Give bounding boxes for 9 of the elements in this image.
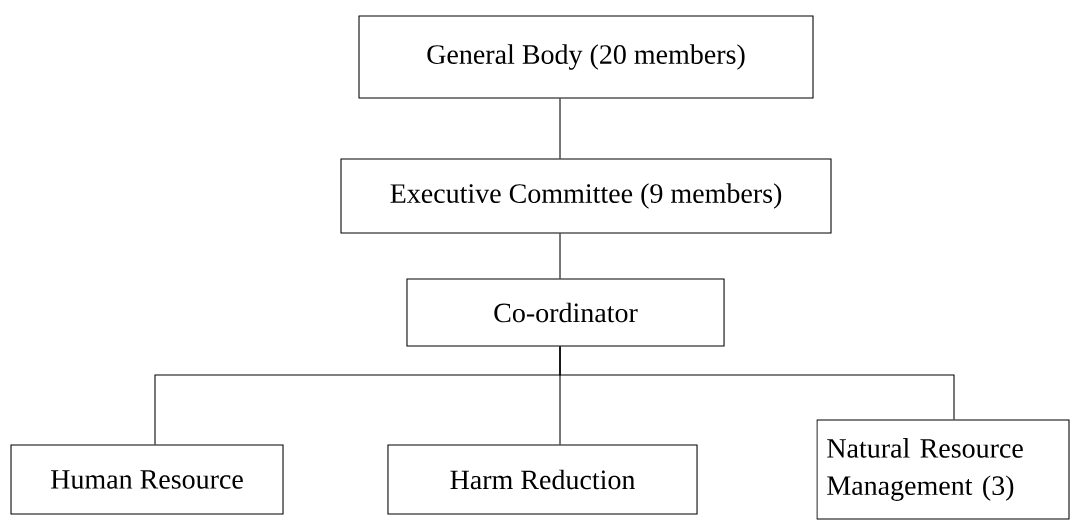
org-box: Harm Reduction	[387, 444, 698, 515]
org-box: General Body (20 members)	[358, 15, 814, 99]
org-box: Co-ordinator	[406, 278, 725, 347]
org-box: Human Resource	[10, 444, 284, 515]
connector-line	[559, 345, 955, 421]
connector-line	[559, 98, 561, 159]
connector-line	[559, 233, 561, 280]
org-box: Natural Resource Management (3)	[816, 419, 1070, 520]
org-box: Executive Committee (9 members)	[340, 158, 832, 234]
